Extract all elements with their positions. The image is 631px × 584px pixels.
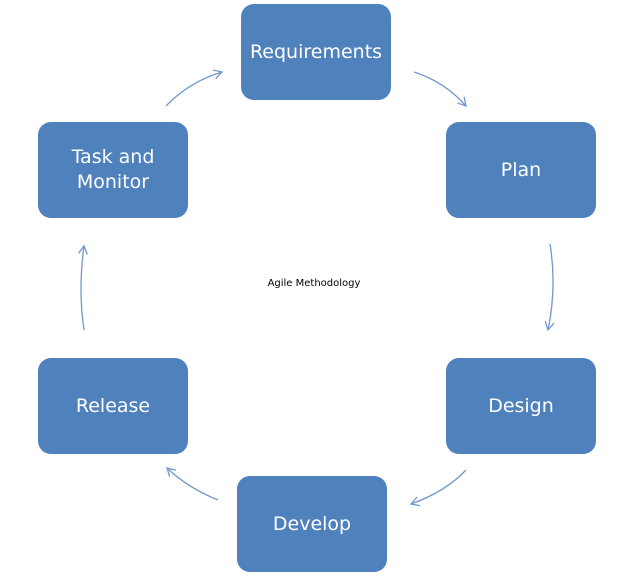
- arrow-requirements-to-plan: [413, 71, 467, 107]
- arrow-plan-to-design: [544, 243, 555, 332]
- node-release: Release: [38, 358, 188, 454]
- node-design: Design: [446, 358, 596, 454]
- node-develop: Develop: [237, 476, 387, 572]
- node-requirements: Requirements: [241, 4, 391, 100]
- arrow-release-to-task: [77, 244, 88, 331]
- arrow-design-to-develop: [409, 469, 467, 507]
- arrow-task-to-requirements: [165, 69, 224, 107]
- node-task-and-monitor: Task and Monitor: [38, 122, 188, 218]
- node-plan: Plan: [446, 122, 596, 218]
- arrow-develop-to-release: [166, 467, 219, 501]
- center-label: Agile Methodology: [267, 278, 361, 289]
